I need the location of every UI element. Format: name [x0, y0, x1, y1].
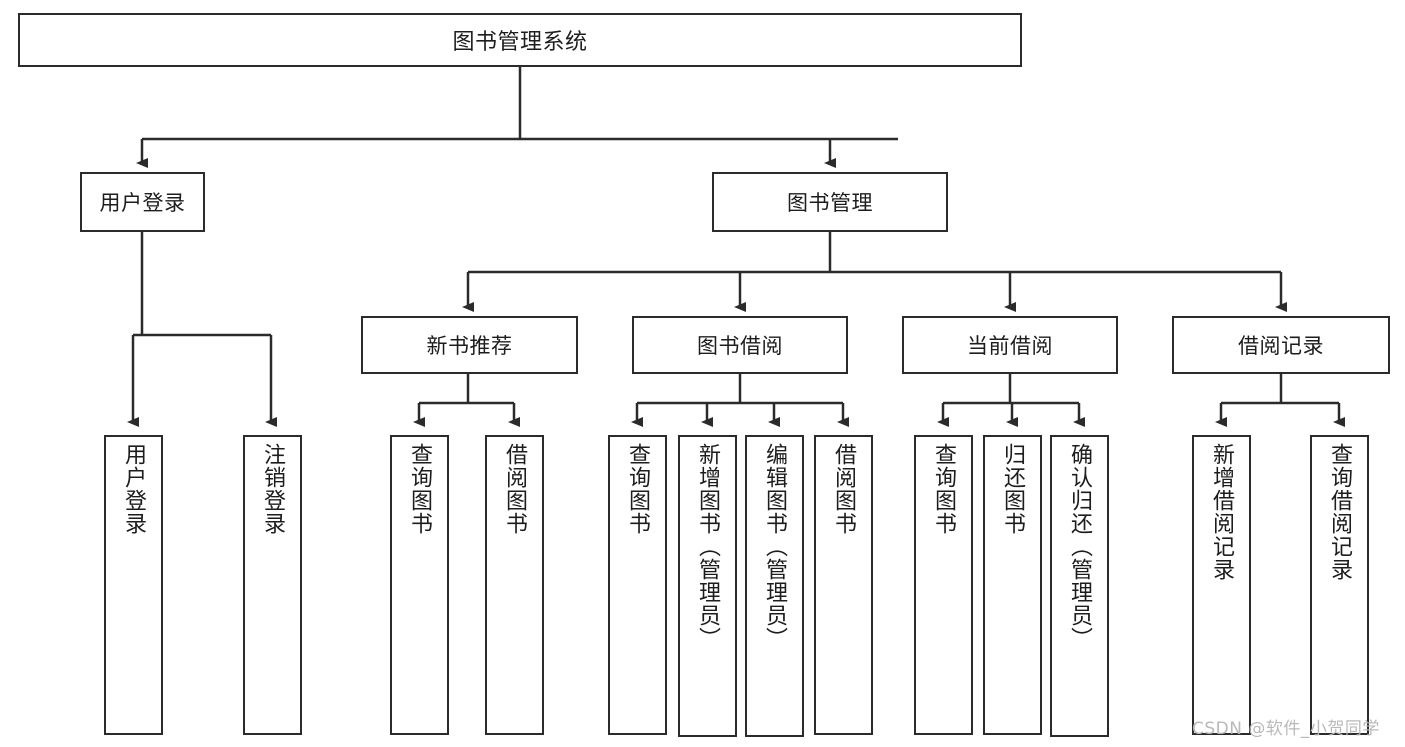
leaf-edit-book-admin[interactable]: 编辑图书（管理员）: [745, 435, 804, 737]
leaf-query-book-recommend[interactable]: 查询图书: [390, 435, 449, 735]
leaf-borrow-book-recommend[interactable]: 借阅图书: [485, 435, 544, 735]
leaf-confirm-return-admin[interactable]: 确认归还（管理员）: [1050, 435, 1109, 737]
leaf-logout[interactable]: 注销登录: [243, 435, 302, 735]
node-book-borrow[interactable]: 图书借阅: [632, 316, 848, 374]
leaf-query-book-borrow[interactable]: 查询图书: [608, 435, 667, 735]
node-new-book-recommend[interactable]: 新书推荐: [361, 316, 578, 374]
leaf-user-login[interactable]: 用户登录: [104, 435, 163, 735]
leaf-return-book[interactable]: 归还图书: [983, 435, 1042, 735]
node-borrow-record[interactable]: 借阅记录: [1172, 316, 1390, 374]
leaf-borrow-book[interactable]: 借阅图书: [814, 435, 873, 735]
csdn-watermark: CSDN @软件_小贺同学: [1192, 719, 1380, 739]
leaf-add-book-admin[interactable]: 新增图书（管理员）: [678, 435, 737, 737]
node-current-borrow[interactable]: 当前借阅: [902, 316, 1118, 374]
leaf-query-book-current[interactable]: 查询图书: [914, 435, 973, 735]
leaf-add-borrow-record[interactable]: 新增借阅记录: [1192, 435, 1251, 735]
node-user-login[interactable]: 用户登录: [80, 172, 205, 232]
node-root-system[interactable]: 图书管理系统: [18, 13, 1022, 67]
node-book-management[interactable]: 图书管理: [712, 172, 948, 232]
leaf-query-borrow-record[interactable]: 查询借阅记录: [1310, 435, 1369, 735]
